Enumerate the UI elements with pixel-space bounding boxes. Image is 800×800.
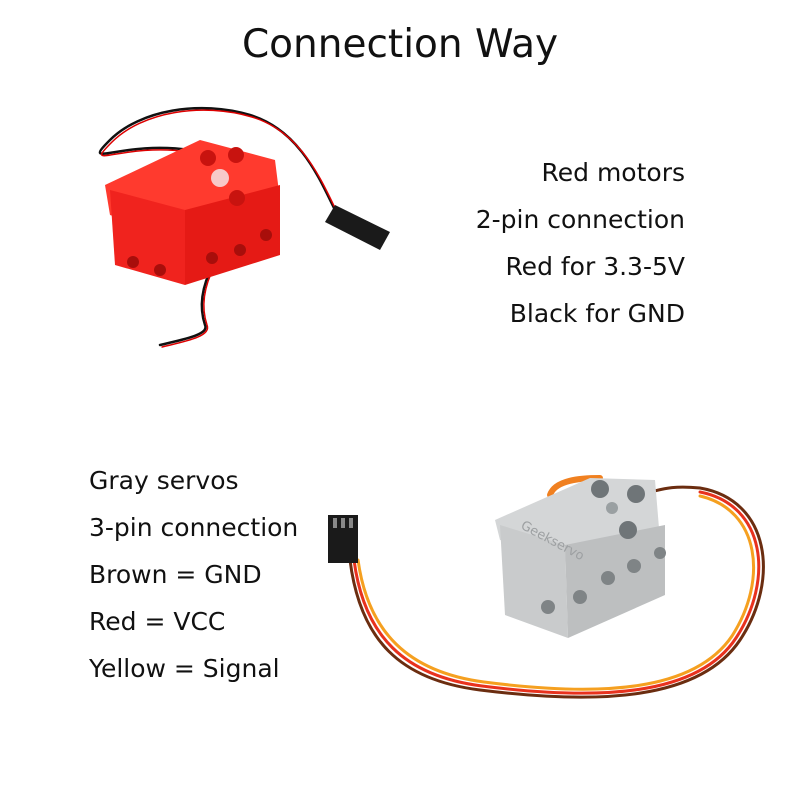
red-motor-wire <box>98 106 338 348</box>
gray-servo-wire <box>348 475 765 699</box>
red-motor-line: 2-pin connection <box>475 205 685 234</box>
gray-servo-line: Brown = GND <box>89 560 262 589</box>
gray-servo-line: 3-pin connection <box>89 513 299 542</box>
red-motor-line: Red for 3.3-5V <box>505 252 685 281</box>
gray-servo-line: Gray servos <box>89 466 239 495</box>
red-motor-line: Black for GND <box>509 299 685 328</box>
gray-servo: Geekservo <box>495 478 666 638</box>
red-motor-connector <box>325 205 390 250</box>
red-motor-line: Red motors <box>541 158 686 187</box>
red-motor-description: Red motors 2-pin connection Red for 3.3-… <box>476 156 685 344</box>
gray-servo-connector <box>328 515 358 563</box>
page-title: Connection Way <box>241 22 559 67</box>
red-motor <box>105 140 280 285</box>
gray-servo-description: Gray servos 3-pin connection Brown = GND… <box>89 464 298 699</box>
gray-servo-line: Yellow = Signal <box>89 654 280 683</box>
gray-servo-line: Red = VCC <box>89 607 226 636</box>
